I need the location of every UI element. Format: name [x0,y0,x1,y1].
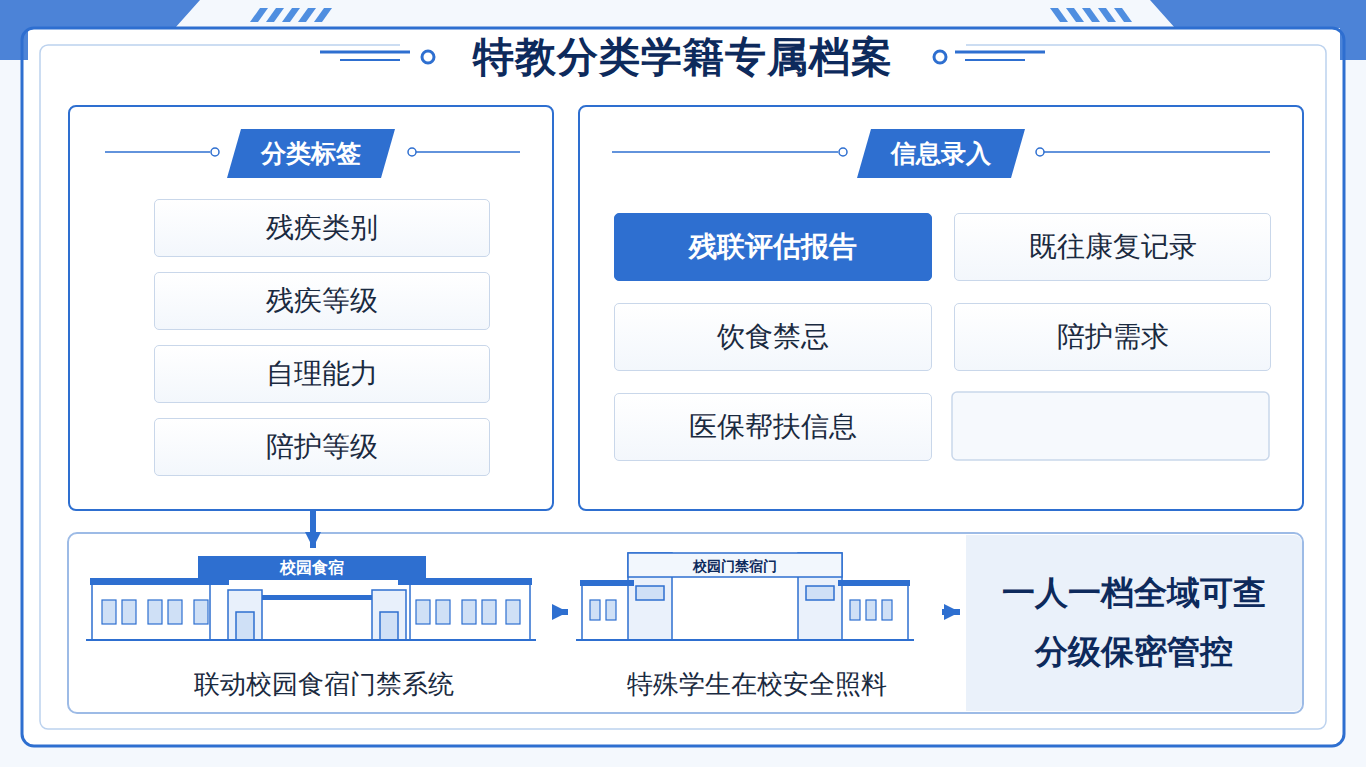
node-label: 自理能力 [266,355,378,393]
node-label: 分级保密管控 [1035,630,1233,675]
title-wrap: 特教分类学籍专属档案 [0,30,1366,85]
heading-wrap: 分类标签 [70,129,552,178]
title: 特教分类学籍专属档案 [455,30,911,85]
node-label: 残疾类别 [266,209,378,247]
node-label: 既往康复记录 [1029,228,1197,266]
summary-box: 一人一档全域可查分级保密管控 [966,535,1302,711]
field-box: 陪护等级 [154,418,490,476]
sign-label: 校园门禁宿门 [628,558,842,576]
node-label: 陪护等级 [266,428,378,466]
node-label: 陪护需求 [1057,318,1169,356]
node-label: 残疾等级 [266,282,378,320]
field-box: 陪护需求 [954,303,1271,371]
sign-label: 校园食宿 [198,558,426,579]
category-panel: 信息录入残联评估报告 既往康复记录饮食禁忌 陪护需求医保帮扶信息 [578,105,1304,511]
panel-heading: 信息录入 [857,129,1025,178]
node-label: 特殊学生在校安全照料 [574,667,940,702]
heading-wrap: 信息录入 [580,129,1302,178]
panel-heading: 分类标签 [227,129,395,178]
field-box: 残疾类别 [154,199,490,257]
category-panel: 分类标签残疾类别残疾等级自理能力陪护等级 [68,105,554,511]
field-box: 自理能力 [154,345,490,403]
flow-arrow [310,511,316,548]
field-box: 残疾等级 [154,272,490,330]
node-label: 一人一档全域可查 [1002,571,1266,616]
node-label: 医保帮扶信息 [689,408,857,446]
flow-arrow [562,609,568,615]
node-label: 残联评估报告 [689,228,857,266]
flow-arrow [942,609,960,615]
field-box: 既往康复记录 [954,213,1271,281]
highlight-box: 残联评估报告 [614,213,932,281]
field-box: 医保帮扶信息 [614,393,932,461]
field-box: 饮食禁忌 [614,303,932,371]
node-label: 饮食禁忌 [717,318,829,356]
node-label: 联动校园食宿门禁系统 [88,667,560,702]
